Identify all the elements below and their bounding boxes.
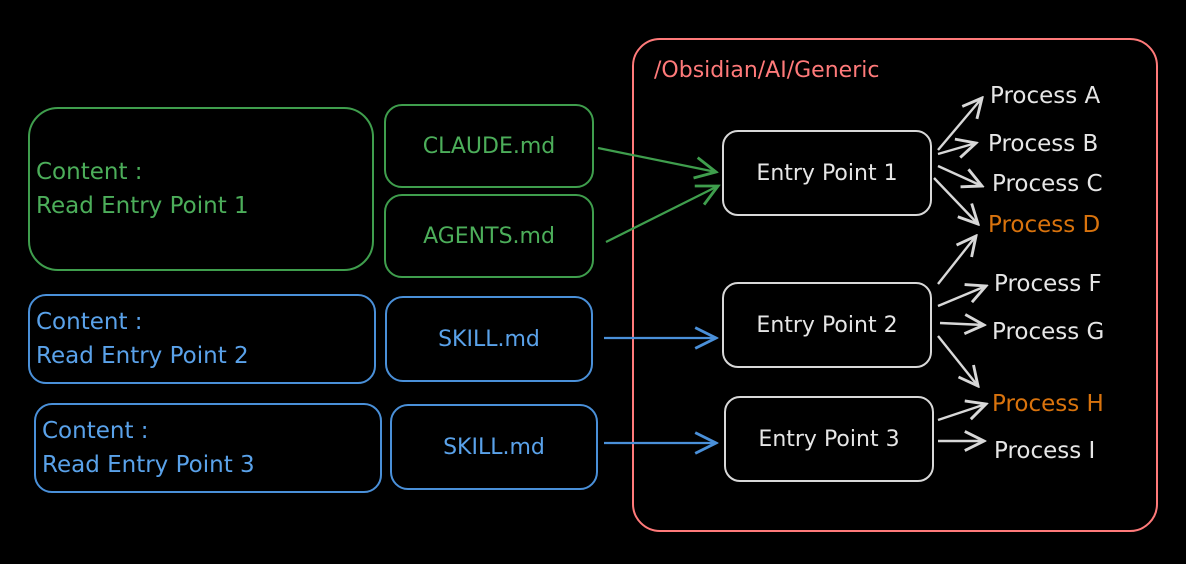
arrow-claude-to-ep1 — [597, 146, 716, 172]
file-claude-md[interactable]: CLAUDE.md — [384, 104, 594, 188]
entry-point-2[interactable]: Entry Point 2 — [722, 282, 932, 368]
arrow-ep1-to-c — [937, 164, 982, 186]
file-agents-md[interactable]: AGENTS.md — [384, 194, 594, 278]
content-text: Read Entry Point 3 — [42, 452, 255, 478]
content-box-2[interactable]: Content : Read Entry Point 2 — [28, 294, 376, 384]
arrow-ep3-to-h — [937, 404, 986, 422]
content-label: Content : — [42, 418, 149, 444]
content-text: Read Entry Point 1 — [36, 193, 249, 219]
process-g[interactable]: Process G — [992, 319, 1105, 345]
entry-point-3[interactable]: Entry Point 3 — [724, 396, 934, 482]
content-box-3[interactable]: Content : Read Entry Point 3 — [34, 403, 382, 493]
folder-label: /Obsidian/AI/Generic — [654, 58, 880, 83]
process-c[interactable]: Process C — [992, 171, 1103, 197]
file-label: SKILL.md — [443, 434, 545, 460]
process-d[interactable]: Process D — [988, 212, 1101, 238]
process-h[interactable]: Process H — [992, 391, 1104, 417]
file-skill-md-3[interactable]: SKILL.md — [390, 404, 598, 490]
process-i[interactable]: Process I — [994, 438, 1096, 464]
entry-point-label: Entry Point 2 — [756, 312, 898, 338]
arrow-ep1-to-a — [937, 98, 982, 151]
entry-point-1[interactable]: Entry Point 1 — [722, 130, 932, 216]
arrow-ep1-to-b — [937, 143, 976, 154]
arrow-ep1-to-d — [933, 177, 978, 224]
arrow-agents-to-ep1 — [605, 186, 718, 243]
content-label: Content : — [36, 309, 143, 335]
arrow-ep2-to-d — [937, 236, 976, 285]
process-f[interactable]: Process F — [994, 271, 1102, 297]
file-label: CLAUDE.md — [422, 133, 556, 159]
file-label: SKILL.md — [438, 326, 540, 352]
arrow-ep2-to-g — [939, 323, 984, 325]
file-skill-md-2[interactable]: SKILL.md — [385, 296, 593, 382]
arrow-ep2-to-f — [937, 286, 986, 308]
arrow-ep2-to-h — [937, 335, 978, 386]
process-a[interactable]: Process A — [990, 83, 1101, 109]
content-text: Read Entry Point 2 — [36, 343, 249, 369]
entry-point-label: Entry Point 3 — [758, 426, 900, 452]
content-box-1[interactable]: Content : Read Entry Point 1 — [28, 107, 374, 271]
entry-point-label: Entry Point 1 — [756, 160, 898, 186]
folder-container — [632, 38, 1158, 532]
process-b[interactable]: Process B — [988, 131, 1099, 157]
content-label: Content : — [36, 159, 143, 185]
file-label: AGENTS.md — [423, 223, 555, 249]
